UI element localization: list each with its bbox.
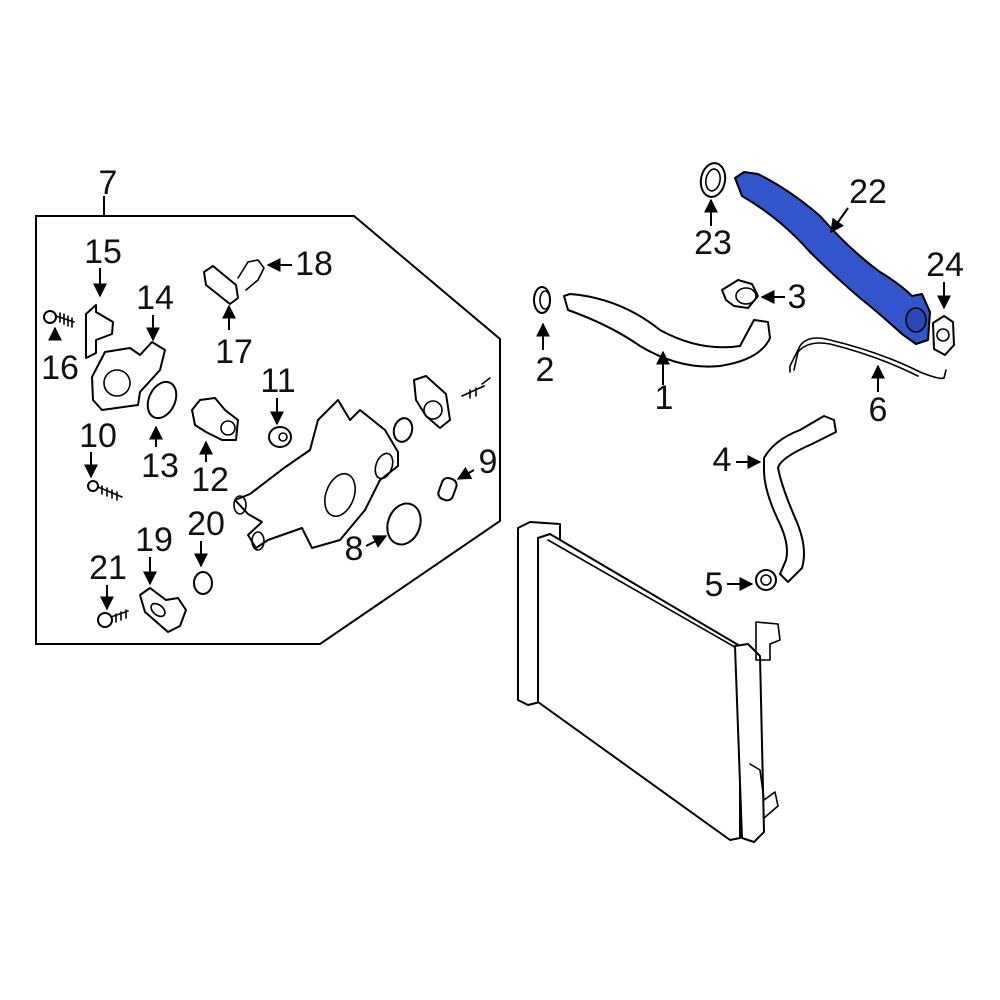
part-18-clip[interactable] <box>237 258 292 291</box>
callout-4: 4 <box>712 441 732 479</box>
callout-1: 1 <box>654 379 674 417</box>
radiator[interactable] <box>517 521 781 843</box>
callout-8: 8 <box>344 530 364 568</box>
callout-2: 2 <box>535 351 555 389</box>
callout-9: 9 <box>478 443 498 481</box>
part-22-coolant-pipe-highlighted[interactable] <box>734 171 931 345</box>
thermostat-housing[interactable] <box>233 399 399 551</box>
part-20-o-ring[interactable] <box>193 541 213 595</box>
part-6-bypass-tube[interactable] <box>789 337 947 392</box>
callout-22: 22 <box>849 173 887 211</box>
callout-13: 13 <box>141 447 179 485</box>
callout-15: 15 <box>84 233 122 271</box>
callout-12: 12 <box>191 461 229 499</box>
part-8-o-ring[interactable] <box>365 499 426 549</box>
part-17-sensor[interactable] <box>203 265 239 330</box>
part-15-bracket[interactable] <box>85 268 114 359</box>
callout-21: 21 <box>89 549 127 587</box>
callout-14: 14 <box>136 279 174 317</box>
part-5-clamp[interactable] <box>727 569 777 591</box>
callout-7: 7 <box>98 164 118 202</box>
callout-10: 10 <box>79 417 117 455</box>
assembly-group-box <box>35 196 501 645</box>
part-10-bolt[interactable] <box>84 452 123 501</box>
part-4-hose[interactable] <box>736 415 837 583</box>
callout-16: 16 <box>41 349 79 387</box>
part-24-gasket[interactable] <box>932 282 955 356</box>
part-13-o-ring[interactable] <box>142 377 182 447</box>
housing-outlet-flange[interactable] <box>391 375 491 444</box>
part-3-clamp[interactable] <box>721 279 785 309</box>
part-14-water-outlet[interactable] <box>91 315 166 411</box>
part-2-clamp[interactable] <box>533 286 551 350</box>
callout-3: 3 <box>787 278 807 316</box>
part-1-hose[interactable] <box>563 293 771 385</box>
callout-11: 11 <box>260 362 296 400</box>
callout-17: 17 <box>215 333 253 371</box>
part-11-cap[interactable] <box>268 398 292 448</box>
part-21-bolt[interactable] <box>97 585 129 628</box>
part-16-bolt[interactable] <box>43 310 75 341</box>
callout-24: 24 <box>926 246 964 284</box>
callout-18: 18 <box>295 245 333 283</box>
callout-23: 23 <box>694 224 732 262</box>
part-23-gasket[interactable] <box>698 161 728 226</box>
part-9-gasket[interactable] <box>437 466 475 502</box>
callout-6: 6 <box>868 391 888 429</box>
part-19-fitting[interactable] <box>139 557 187 633</box>
callout-19: 19 <box>135 521 173 559</box>
part-12-thermostat[interactable] <box>191 397 239 462</box>
callout-20: 20 <box>187 505 225 543</box>
callout-5: 5 <box>704 566 724 604</box>
